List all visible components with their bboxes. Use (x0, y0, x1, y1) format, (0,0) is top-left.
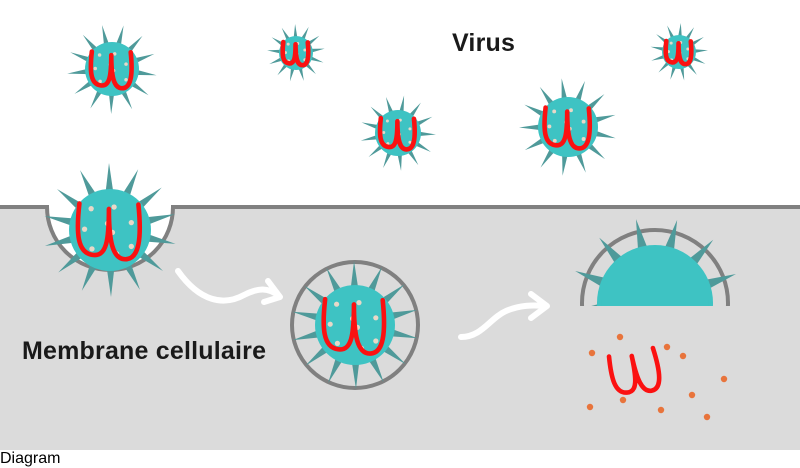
capsid-dot (327, 321, 333, 327)
capsid-dot (385, 119, 389, 123)
capsid-dot (581, 119, 586, 124)
virus-top-right (650, 23, 708, 81)
virus-rna-stroke (75, 201, 143, 262)
released-particle (586, 403, 594, 411)
capsid-dot (124, 78, 128, 82)
virus-rna (377, 115, 417, 152)
capsid-dot (124, 62, 128, 66)
capsid-dot (356, 300, 362, 306)
diagram-canvas: Virus Membrane cellulaire (0, 23, 800, 450)
capsid-dot (303, 48, 307, 52)
capsid-dot (552, 138, 557, 143)
capsid-dot (552, 109, 557, 114)
virus-rna (280, 39, 311, 68)
released-particle (588, 349, 596, 357)
capsid-dot (88, 206, 94, 212)
capsid-dot (547, 124, 552, 129)
arrow-attachment-to-endosome-shaft (175, 268, 282, 304)
virus-rna-stroke (280, 39, 311, 68)
released-particle (616, 333, 624, 341)
attachment-invagination (44, 163, 176, 297)
endosome-vesicle (290, 260, 420, 390)
endocytosis-stages (44, 163, 736, 390)
attachment-invagination-virus (44, 163, 176, 297)
capsid-dot (382, 131, 386, 135)
arrow-endosome-to-fusion-shaft (458, 302, 548, 340)
released-rna-stroke (606, 345, 662, 395)
fusion-genome-release (575, 219, 736, 306)
genome-release (586, 333, 728, 421)
capsid-dot (334, 340, 340, 346)
capsid-dot (669, 41, 673, 45)
fusing-vesicle-ring (580, 228, 730, 306)
virus-rna-stroke (542, 105, 593, 151)
capsid-dot (373, 338, 379, 344)
capsid-dot (286, 42, 290, 46)
capsid-dot (569, 108, 573, 113)
fusing-virus-capsid (597, 245, 713, 306)
released-rna (606, 345, 662, 395)
virus-top-right-mid (519, 78, 616, 176)
virus-label: Virus (452, 29, 516, 57)
capsid-dot (89, 246, 95, 252)
capsid-dot (112, 52, 117, 56)
free-virus-particles (67, 23, 708, 176)
virus-rna (75, 201, 143, 262)
virus-rna (542, 105, 593, 151)
virus-rna (88, 49, 134, 91)
released-particle (688, 391, 696, 399)
released-particle (663, 343, 671, 351)
virus-rna-stroke (663, 38, 694, 67)
released-particle (720, 375, 728, 383)
virus-rna (663, 38, 694, 67)
capsid-dot (97, 53, 102, 57)
virus-top-mid-left (267, 24, 325, 82)
released-particle (679, 352, 687, 360)
virus-rna-stroke (88, 49, 134, 91)
virus-top-mid (360, 95, 436, 171)
capsid-dot (128, 219, 134, 226)
virus-top-left (67, 25, 157, 114)
endosome-vesicle-virus (292, 261, 418, 389)
capsid-dot (408, 140, 412, 144)
arrow-endosome-to-fusion (458, 291, 550, 340)
arrow-attachment-to-endosome-head (261, 278, 283, 305)
diagram-svg (0, 23, 800, 450)
capsid-dot (334, 301, 340, 307)
arrow-attachment-to-endosome (175, 268, 283, 305)
capsid-dot (373, 315, 379, 321)
virus-rna-stroke (321, 296, 387, 356)
virus-rna (321, 296, 387, 356)
released-particle (619, 396, 627, 404)
capsid-dot (98, 79, 102, 84)
released-particle (703, 413, 711, 421)
capsid-dot (81, 226, 88, 232)
capsid-dot (581, 137, 586, 141)
fusion-dome (575, 219, 736, 306)
fusing-virus-flat-base (601, 300, 709, 306)
cytoplasm-fill (0, 207, 800, 450)
capsid-dot (93, 66, 98, 71)
capsid-dot (408, 127, 412, 131)
released-particle (657, 406, 665, 414)
capsid-dot (128, 243, 134, 250)
cytoplasm-region (0, 207, 800, 450)
capsid-dot (111, 204, 117, 210)
process-arrows (175, 268, 550, 340)
virus-capsid-dots (93, 52, 128, 87)
virus-rna-stroke (377, 115, 417, 152)
membrane-label: Membrane cellulaire (22, 337, 267, 365)
capsid-dot (686, 47, 690, 51)
arrow-endosome-to-fusion-head (528, 291, 550, 321)
endosome-membrane-ring (290, 260, 420, 390)
